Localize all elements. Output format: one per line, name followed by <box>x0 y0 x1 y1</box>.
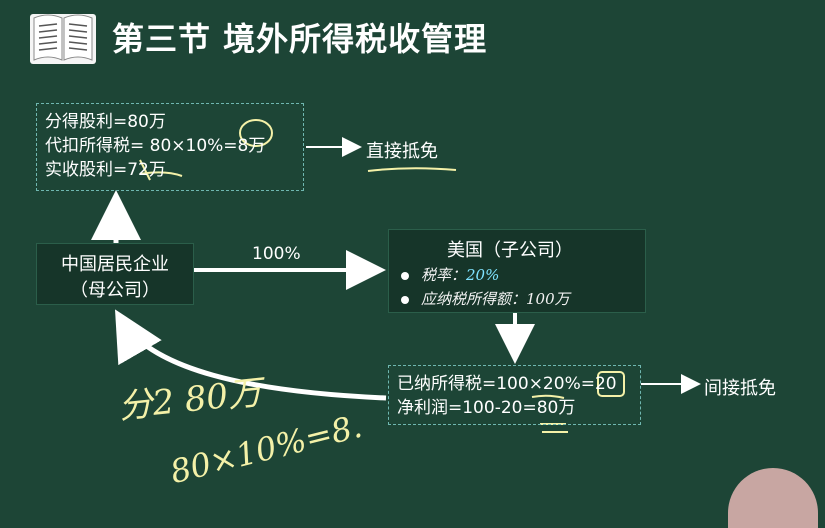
ownership-label: 100% <box>252 244 301 264</box>
tax-paid: 已纳所得税=100×20%=20 <box>397 374 617 394</box>
tax-rate-row: 税率：20% <box>401 264 499 285</box>
direct-credit-label: 直接抵免 <box>366 141 438 162</box>
tax-rate-label: 税率： <box>421 266 467 284</box>
dividend-received: 分得股利=80万 <box>45 112 166 132</box>
subsidiary-box: 美国（子公司） 税率：20% 应纳税所得额：100万 <box>388 229 646 313</box>
subsidiary-title: 美国（子公司） <box>447 240 573 261</box>
bullet-icon <box>401 296 409 304</box>
withholding-tax: 代扣所得税= 80×10%=8万 <box>45 136 266 156</box>
taxable-income-label: 应纳税所得额： <box>421 290 527 308</box>
dividend-box: 分得股利=80万 代扣所得税= 80×10%=8万 实收股利=72万 <box>36 103 304 191</box>
header-bar: 第三节 境外所得税收管理 <box>0 0 825 78</box>
tax-rate-value: 20% <box>466 266 500 284</box>
net-profit: 净利润=100-20=80万 <box>397 398 576 418</box>
taxable-income-value: 100万 <box>526 290 570 308</box>
parent-company-box: 中国居民企业 （母公司） <box>36 243 194 305</box>
curved-arrow-tax-to-parent <box>114 309 387 401</box>
taxable-income-row: 应纳税所得额：100万 <box>401 288 570 309</box>
page-title: 第三节 境外所得税收管理 <box>112 20 488 58</box>
indirect-credit-label: 间接抵免 <box>704 378 776 399</box>
net-dividend: 实收股利=72万 <box>45 160 166 180</box>
open-book-icon <box>30 14 96 64</box>
tax-paid-box: 已纳所得税=100×20%=20 净利润=100-20=80万 <box>388 365 641 425</box>
bullet-icon <box>401 272 409 280</box>
parent-company-name: 中国居民企业 <box>61 254 169 275</box>
parent-company-role: （母公司） <box>70 280 160 301</box>
